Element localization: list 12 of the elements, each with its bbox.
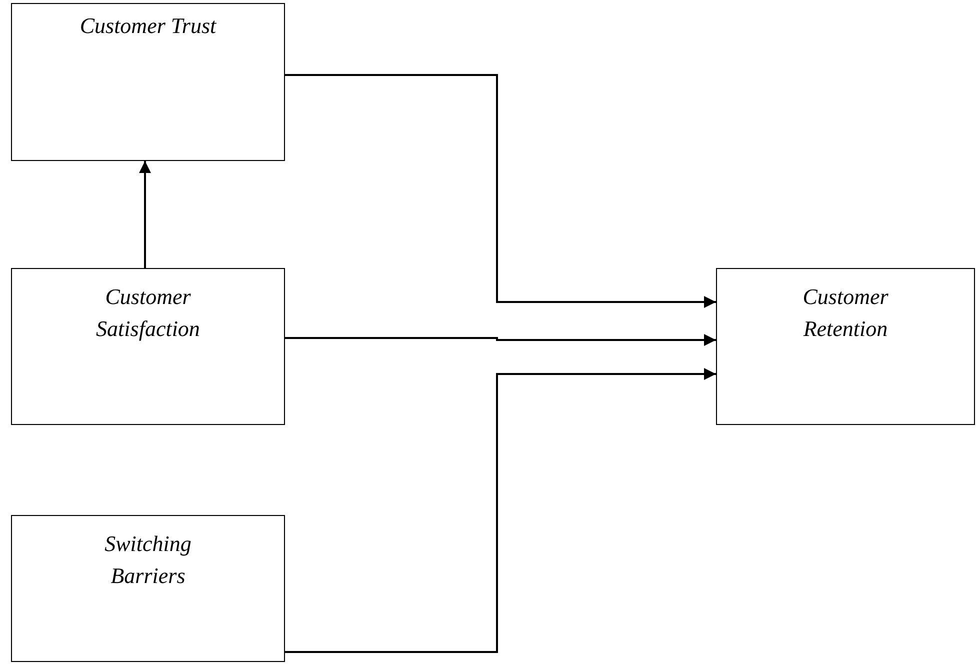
concept-label: Customer Satisfaction	[95, 283, 201, 343]
arrow	[139, 161, 151, 268]
concept-box	[11, 268, 285, 425]
concept-label: Customer Trust	[80, 12, 216, 40]
concept-label: Switching Barriers	[104, 530, 192, 590]
arrow	[285, 334, 716, 346]
concept-box	[11, 515, 285, 662]
arrow	[285, 74, 716, 308]
arrow	[285, 368, 716, 653]
concept-box	[716, 268, 975, 425]
concept-label: Customer Retention	[802, 283, 890, 343]
concept-box	[11, 3, 285, 161]
